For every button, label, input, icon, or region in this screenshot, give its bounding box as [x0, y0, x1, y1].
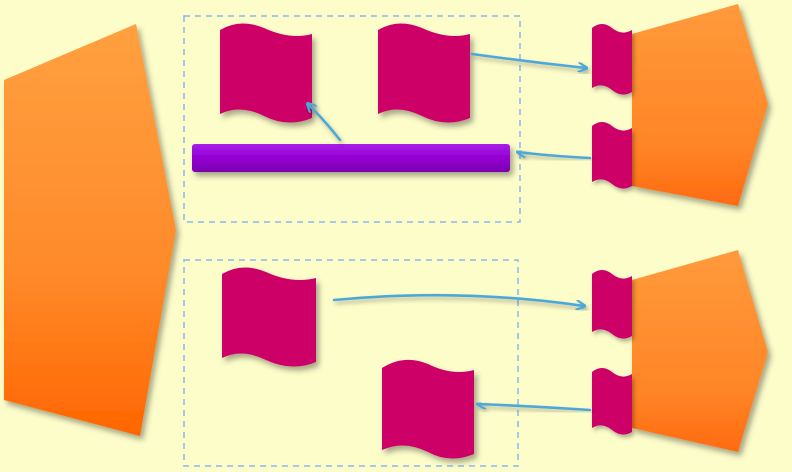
purple-bar [192, 144, 510, 172]
connector-tab-bottom-2 [592, 368, 632, 435]
connector-tab-bottom-1 [592, 270, 632, 339]
connector-tab-top-2 [592, 122, 632, 189]
right-top-orange-block [632, 4, 768, 206]
flag-bottom-left [222, 267, 316, 367]
connector-tab-top-1 [592, 24, 632, 95]
right-bottom-orange-block [632, 250, 768, 452]
bottom-dashed-group [183, 259, 519, 467]
arrow-bar-to-flag [308, 104, 342, 142]
arrow-flag-to-bottom-connector [332, 293, 584, 306]
top-dashed-group [183, 15, 521, 223]
arrow-flag-to-top-connector [470, 52, 586, 68]
flag-top-right [378, 23, 470, 123]
flag-bottom-right [382, 359, 474, 459]
left-orange-block [4, 24, 176, 436]
arrow-connector-to-bar [518, 152, 592, 160]
arrow-connector-to-bottom-flag [478, 404, 592, 412]
flag-top-left [220, 23, 312, 123]
